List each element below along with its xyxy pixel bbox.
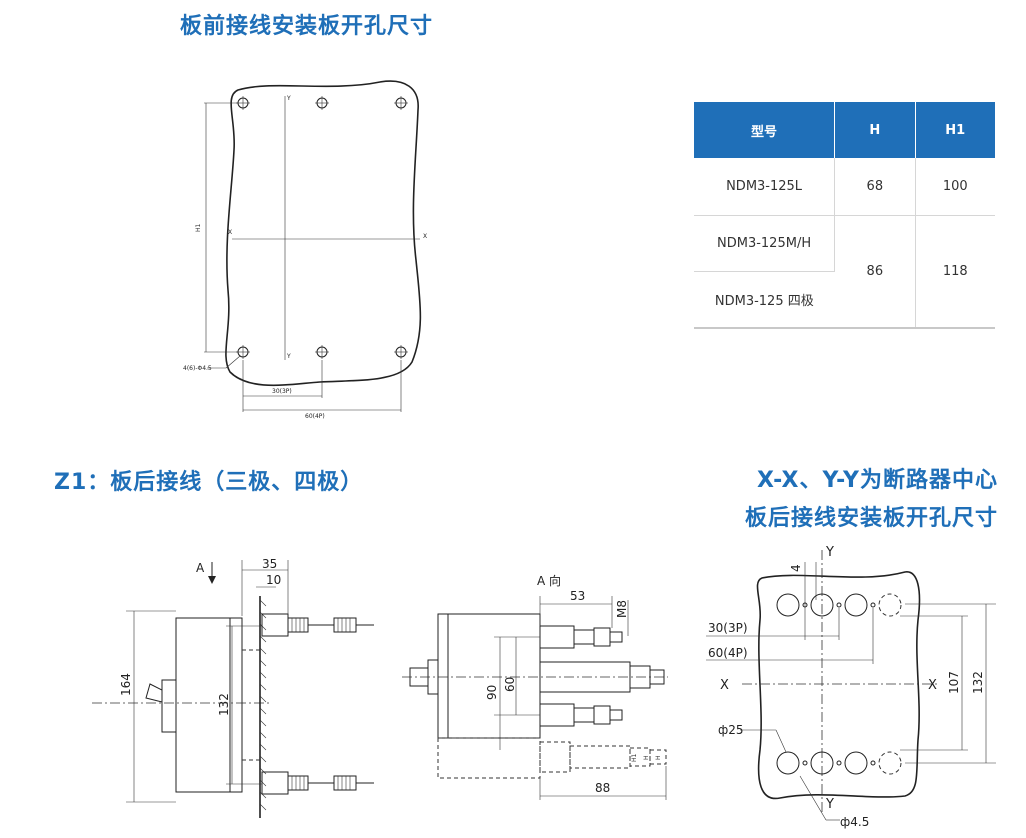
a-view-dim-53: 53 bbox=[570, 589, 585, 603]
rear-panel-drawing: Y Y X X 4 30(3P) bbox=[706, 545, 996, 829]
table-row: NDM3-125 四极 bbox=[694, 271, 995, 329]
side-view-drawing: A 35 10 bbox=[92, 557, 374, 818]
rear-dim-phi45: ф4.5 bbox=[840, 815, 869, 829]
table-cell-model: NDM3-125 四极 bbox=[694, 271, 835, 329]
table-cell-model: NDM3-125L bbox=[694, 158, 836, 216]
rear-panel-heading: 板后接线安装板开孔尺寸 bbox=[744, 506, 998, 531]
a-view-dim-90: 90 bbox=[485, 685, 499, 700]
table-header-h1: H1 bbox=[915, 102, 995, 158]
front-panel-drawing: X X Y Y H1 4(6)-Φ4.5 30(3P) 60(4P) bbox=[183, 80, 427, 420]
table-header-h: H bbox=[834, 102, 916, 158]
front-panel-outline bbox=[225, 80, 422, 387]
a-view-dim-h1: H1 bbox=[631, 753, 638, 762]
table-cell-h: 68 bbox=[834, 158, 916, 216]
table-row: NDM3-125M/H 86 118 bbox=[694, 215, 995, 329]
front-panel-heading: 板前接线安装板开孔尺寸 bbox=[180, 14, 434, 39]
rear-dim-132: 132 bbox=[971, 671, 985, 694]
rear-dim-107: 107 bbox=[947, 671, 961, 694]
side-arrow-a-label: A bbox=[196, 561, 205, 575]
mount-holes-bottom bbox=[236, 345, 408, 359]
a-view-terminal-top bbox=[539, 625, 575, 649]
a-view-dim-m8: M8 bbox=[615, 600, 629, 618]
rear-dim-phi25: ф25 bbox=[718, 723, 744, 737]
rear-axis-x-label: X bbox=[720, 678, 729, 693]
rear-holes-bottom bbox=[776, 751, 902, 775]
front-dim-3p: 30(3P) bbox=[272, 388, 292, 395]
table-row: NDM3-125L 68 100 bbox=[694, 158, 995, 216]
front-axis-y-label: Y bbox=[286, 353, 291, 360]
rear-axis-x-label: X bbox=[928, 678, 937, 693]
front-dim-h1: H1 bbox=[195, 223, 202, 232]
front-axis-y-label: Y bbox=[286, 95, 291, 102]
mount-holes-top bbox=[236, 96, 408, 110]
z1-heading: Z1：板后接线（三极、四极） bbox=[54, 470, 364, 495]
a-view-dim-88: 88 bbox=[595, 781, 610, 795]
spec-table: 型号 H H1 NDM3-125L 68 100 NDM3-125M/H 86 … bbox=[694, 102, 995, 329]
front-axis-x-label: X bbox=[423, 233, 427, 240]
side-dim-35: 35 bbox=[262, 557, 277, 571]
side-dim-10: 10 bbox=[266, 573, 281, 587]
front-hole-label: 4(6)-Φ4.5 bbox=[183, 365, 212, 372]
rear-dim-3p: 30(3P) bbox=[708, 621, 748, 635]
a-view-dim-60: 60 bbox=[503, 677, 517, 692]
table-header-model: 型号 bbox=[694, 102, 836, 158]
front-axis-x-label: X bbox=[228, 229, 232, 236]
table-cell-h: 86 bbox=[834, 215, 916, 329]
xy-center-heading: X-X、Y-Y为断路器中心 bbox=[757, 468, 998, 493]
rear-axis-y-label: Y bbox=[825, 545, 834, 560]
a-view-dim-h: H bbox=[643, 755, 650, 760]
table-cell-h1: 118 bbox=[915, 215, 995, 329]
rear-dim-4: 4 bbox=[789, 564, 803, 572]
a-view-title: A 向 bbox=[537, 573, 561, 588]
breaker-handle bbox=[145, 683, 163, 703]
table-cell-model: NDM3-125M/H bbox=[694, 215, 836, 272]
side-dim-132: 132 bbox=[217, 693, 231, 716]
front-dim-4p: 60(4P) bbox=[305, 413, 325, 420]
rear-panel-outline bbox=[756, 571, 921, 800]
a-view-terminal-bot bbox=[539, 703, 575, 727]
table-cell-h1: 100 bbox=[915, 158, 995, 216]
a-view-drawing: A 向 53 M8 90 bbox=[402, 573, 668, 800]
a-view-body bbox=[437, 613, 541, 739]
a-view-dim-h: H bbox=[655, 755, 662, 760]
rear-holes-top bbox=[776, 593, 902, 617]
rear-dim-4p: 60(4P) bbox=[708, 646, 748, 660]
rear-axis-y-label: Y bbox=[825, 797, 834, 812]
side-dim-164: 164 bbox=[119, 673, 133, 696]
